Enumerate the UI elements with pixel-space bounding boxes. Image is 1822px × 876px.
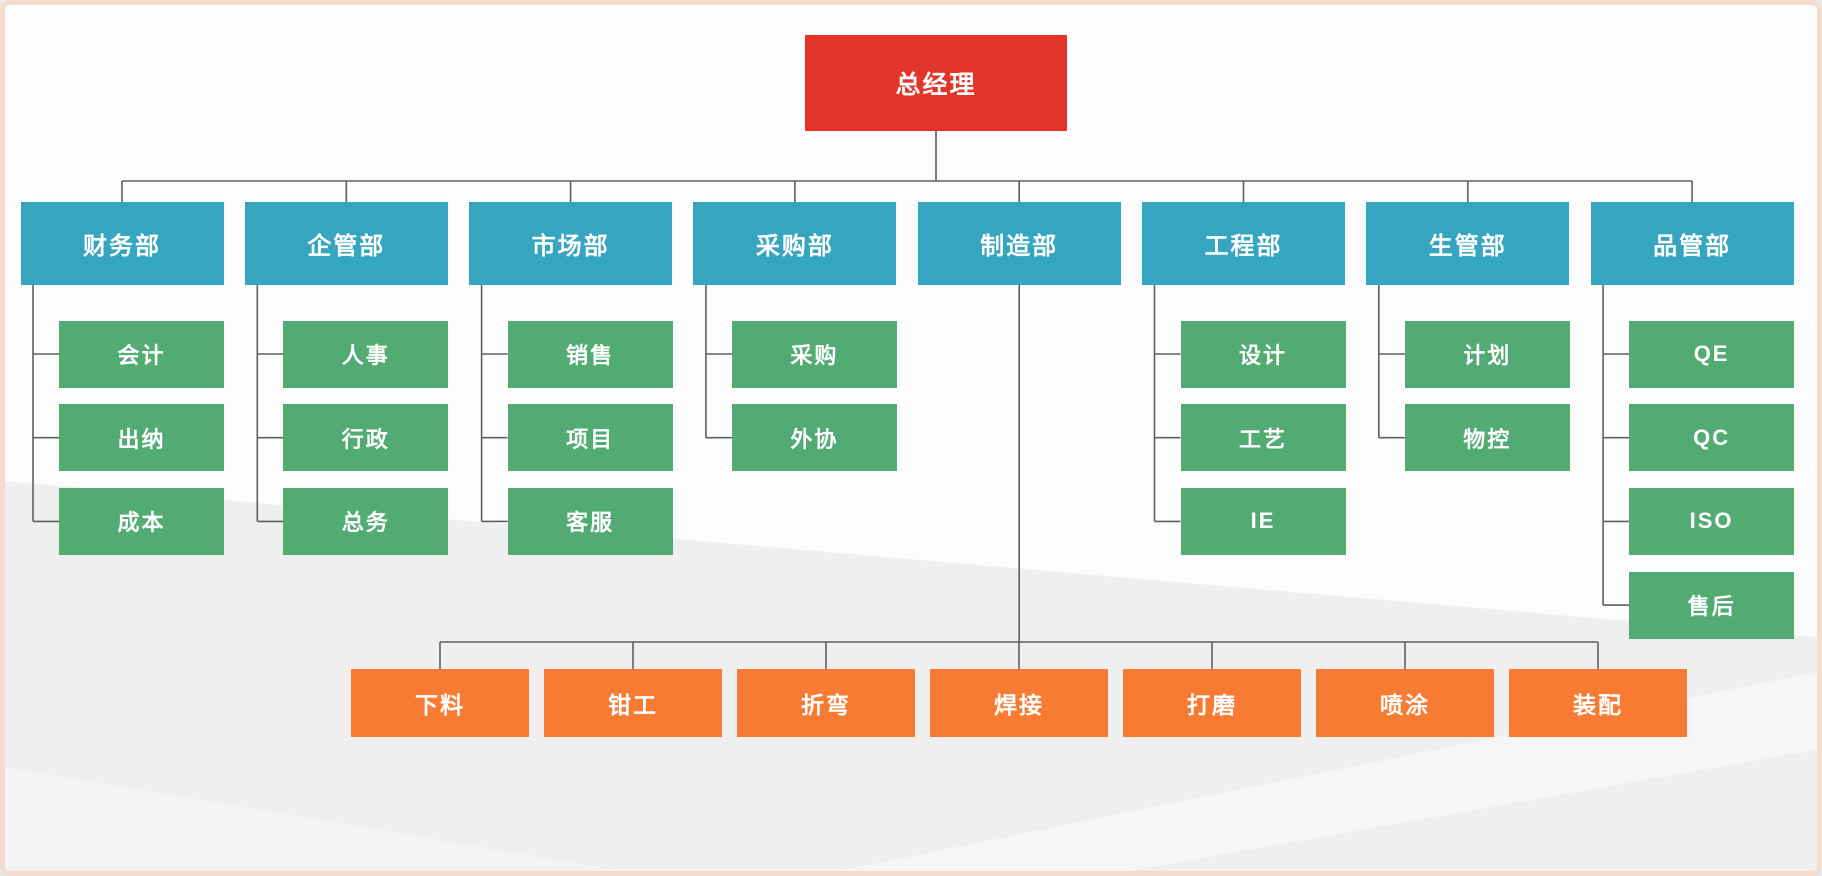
section-box: QC [1629,404,1795,472]
section-box: 物控 [1404,404,1570,472]
section-box: 成本 [59,487,224,555]
root-box: 总经理 [805,35,1067,131]
process-box: 折弯 [737,669,915,737]
section-box: 工艺 [1180,404,1346,472]
section-box: 会计 [59,320,224,388]
process-box: 下料 [351,669,529,737]
section-box: 计划 [1404,320,1570,388]
section-box: 外协 [731,404,897,472]
section-box: 行政 [283,404,449,472]
department-box: 品管部 [1590,202,1794,285]
section-box: 人事 [283,320,449,388]
section-box: ISO [1629,487,1795,555]
department-box: 生管部 [1366,202,1570,285]
section-box: 出纳 [59,404,224,472]
process-box: 焊接 [930,669,1108,737]
department-box: 企管部 [244,202,448,285]
department-box: 制造部 [917,202,1121,285]
section-box: 采购 [731,320,897,388]
process-box: 打磨 [1123,669,1301,737]
section-box: 总务 [283,487,449,555]
department-box: 市场部 [469,202,673,285]
section-box: QE [1629,320,1795,388]
section-box: 设计 [1180,320,1346,388]
department-box: 财务部 [20,202,224,285]
department-box: 采购部 [693,202,897,285]
section-box: 客服 [507,487,673,555]
section-box: 售后 [1629,571,1795,639]
department-box: 工程部 [1142,202,1345,285]
section-box: 销售 [507,320,673,388]
section-box: IE [1180,487,1346,555]
process-box: 装配 [1509,669,1687,737]
section-box: 项目 [507,404,673,472]
process-box: 钳工 [544,669,722,737]
process-box: 喷涂 [1316,669,1494,737]
